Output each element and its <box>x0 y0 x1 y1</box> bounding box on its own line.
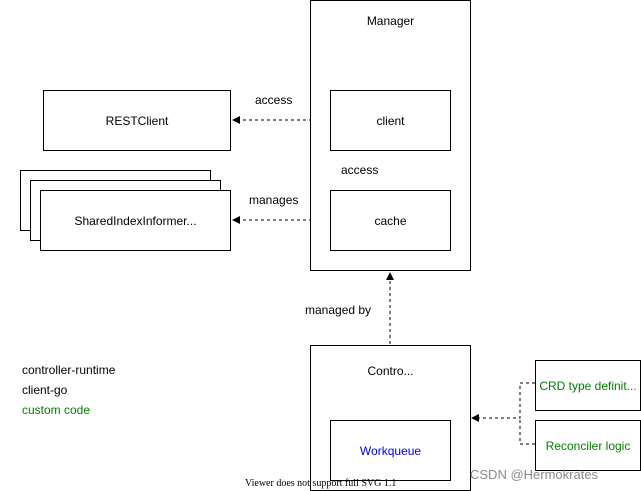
edge-crd-to-controller <box>471 382 535 422</box>
legend-custom-code: custom code <box>22 403 91 417</box>
workqueue-label: Workqueue <box>359 443 422 458</box>
client-label: client <box>376 113 405 128</box>
restclient-box[interactable]: RESTClient <box>43 90 231 151</box>
edge-label-manages: manages <box>249 193 299 207</box>
workqueue-box[interactable]: Workqueue <box>330 420 451 481</box>
crd-box[interactable]: CRD type definit... <box>535 360 641 411</box>
controller-title: Contro... <box>367 364 414 378</box>
restclient-label: RESTClient <box>105 113 169 128</box>
svg-support-note: Viewer does not support full SVG 1.1 <box>245 478 397 489</box>
cache-label: cache <box>374 213 407 228</box>
edge-label-managed-by: managed by <box>305 303 372 317</box>
informer-box[interactable]: SharedIndexInformer... <box>40 190 231 251</box>
reconciler-label: Reconciler logic <box>545 438 631 453</box>
cache-box[interactable]: cache <box>330 190 451 251</box>
manager-title: Manager <box>366 14 415 28</box>
edge-label-access-cache: access <box>341 163 379 177</box>
edge-reconciler-to-controller <box>519 418 535 445</box>
watermark: CSDN @Hermokrates <box>470 467 599 482</box>
client-box[interactable]: client <box>330 90 451 151</box>
edge-label-access-rest: access <box>255 93 293 107</box>
informer-label: SharedIndexInformer... <box>74 213 197 228</box>
legend-controller-runtime: controller-runtime <box>22 363 116 377</box>
crd-label: CRD type definit... <box>539 378 637 393</box>
reconciler-box[interactable]: Reconciler logic <box>535 420 641 471</box>
legend-client-go: client-go <box>22 383 68 397</box>
